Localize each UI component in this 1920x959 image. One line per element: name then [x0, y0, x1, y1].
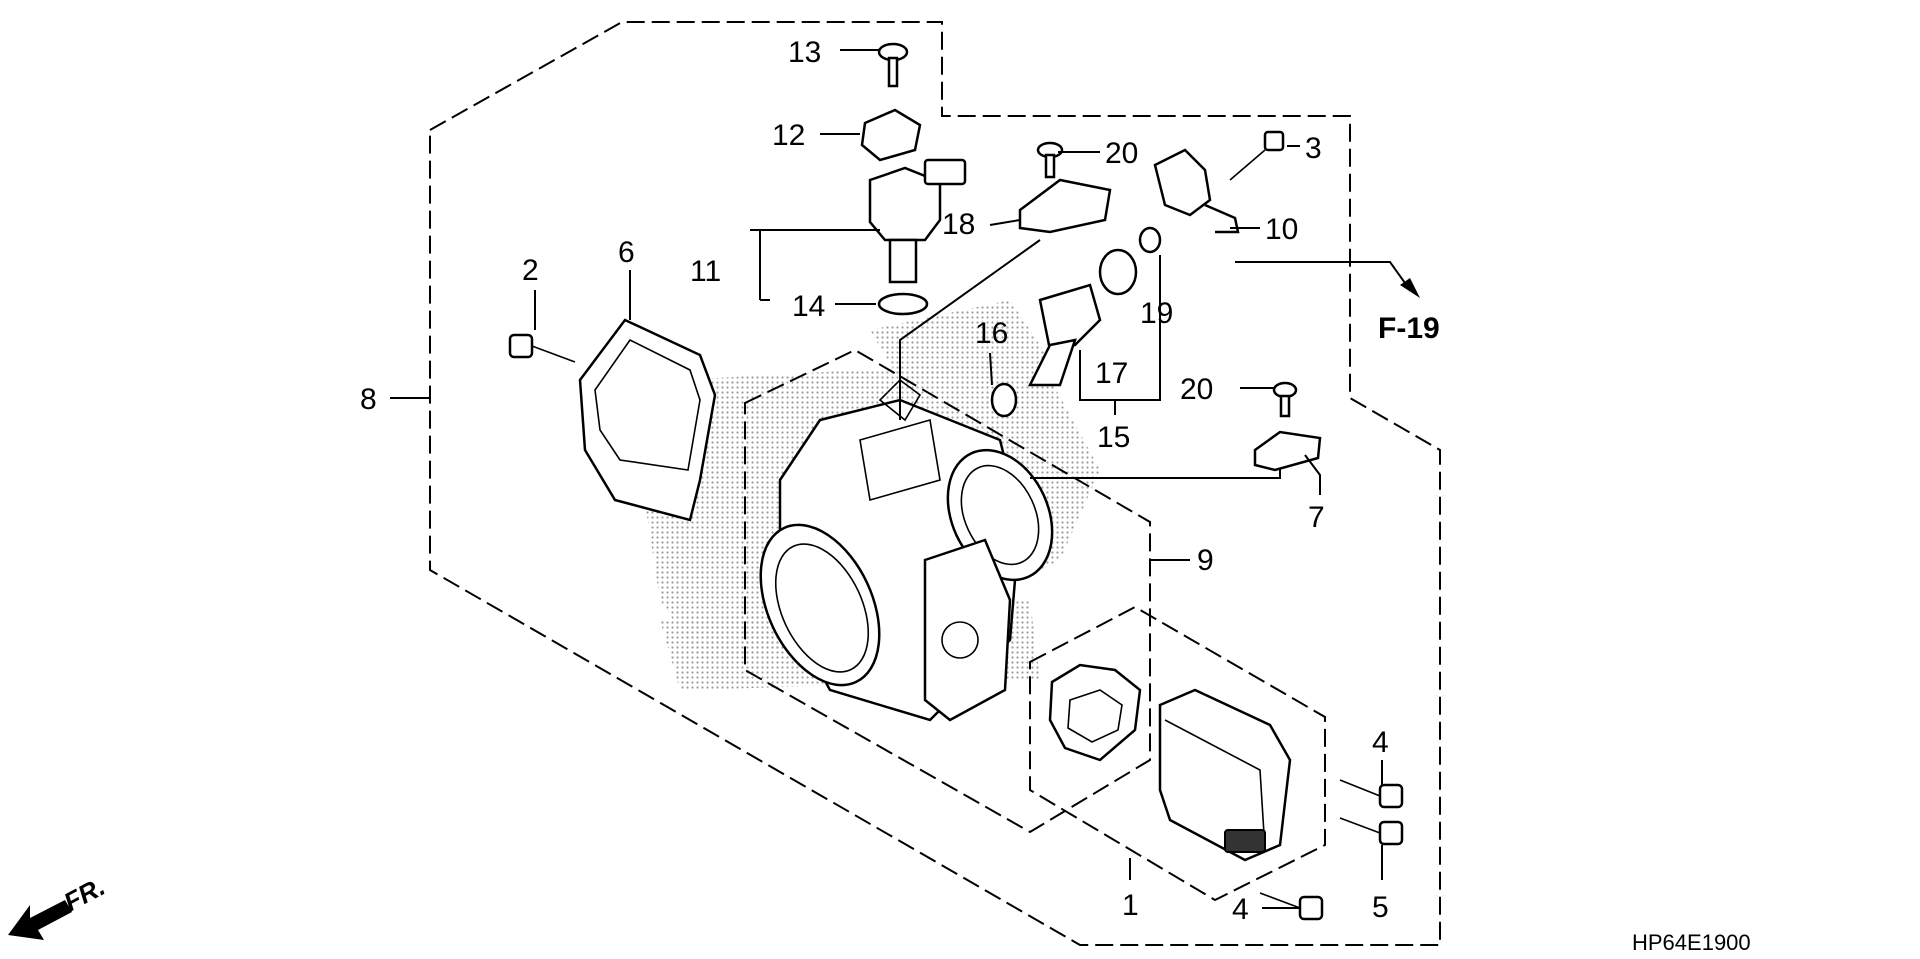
- cushion-part-15: [1098, 248, 1138, 296]
- callout-13: 13: [788, 36, 821, 69]
- bolt-part-4-upper: [1339, 779, 1404, 809]
- callout-8: 8: [360, 383, 377, 416]
- reference-arrow-head: [1400, 278, 1420, 298]
- callout-3: 3: [1305, 132, 1322, 165]
- plate-part-7: [1253, 430, 1322, 472]
- bracket-part-12: [860, 108, 922, 162]
- fuel-connector-part-10: [1153, 148, 1240, 234]
- sensor-gasket: [1048, 663, 1142, 762]
- assembly-boundary-8: [429, 21, 1441, 946]
- sensor-gasket-inner: [1067, 689, 1123, 743]
- cover-part-6: [578, 318, 717, 522]
- callout-5: 5: [1372, 891, 1389, 924]
- callout-4-upper: 4: [1372, 726, 1389, 759]
- injector-part-17: [1027, 283, 1102, 387]
- callout-4-lower: 4: [1232, 893, 1249, 926]
- plate-part-18: [1018, 178, 1112, 234]
- callout-1: 1: [1122, 889, 1139, 922]
- callout-19: 19: [1140, 297, 1173, 330]
- front-direction-marker: FR.: [8, 871, 110, 940]
- screw-part-2: [508, 333, 576, 363]
- callout-7: 7: [1308, 501, 1325, 534]
- callout-18: 18: [942, 208, 975, 241]
- reference-f19[interactable]: F-19: [1378, 312, 1440, 345]
- drawing-code: HP64E1900: [1632, 930, 1751, 955]
- callout-14: 14: [792, 290, 825, 323]
- throttle-sensor: [1158, 688, 1292, 862]
- idle-air-sensor-part-11: [868, 158, 967, 284]
- screw-part-20-lower: [1272, 381, 1298, 418]
- o-ring-part-14: [877, 292, 929, 316]
- callout-6: 6: [618, 236, 635, 269]
- bolt-part-5: [1339, 817, 1404, 846]
- o-ring-part-19: [1138, 226, 1162, 254]
- callout-20-lower: 20: [1180, 373, 1213, 406]
- throttle-body: [759, 378, 1054, 722]
- callout-15: 15: [1097, 421, 1130, 454]
- callout-10: 10: [1265, 213, 1298, 246]
- front-arrow-icon: [8, 900, 72, 940]
- bolt-part-4-lower: [1259, 892, 1324, 921]
- callout-17: 17: [1095, 357, 1128, 390]
- subassembly-boundary-1: [1029, 605, 1326, 902]
- screw-part-20-upper: [1036, 141, 1064, 179]
- callout-12: 12: [772, 119, 805, 152]
- callout-11: 11: [690, 255, 721, 288]
- seal-part-16: [990, 382, 1018, 418]
- bolt-part-3: [1229, 130, 1285, 181]
- callout-2: 2: [522, 254, 539, 287]
- subassembly-boundary-9: [744, 348, 1151, 834]
- callout-9: 9: [1197, 544, 1214, 577]
- callout-16: 16: [975, 317, 1008, 350]
- callout-20-upper: 20: [1105, 137, 1138, 170]
- screw-part-13: [877, 42, 909, 88]
- leader-lines: [390, 49, 1411, 909]
